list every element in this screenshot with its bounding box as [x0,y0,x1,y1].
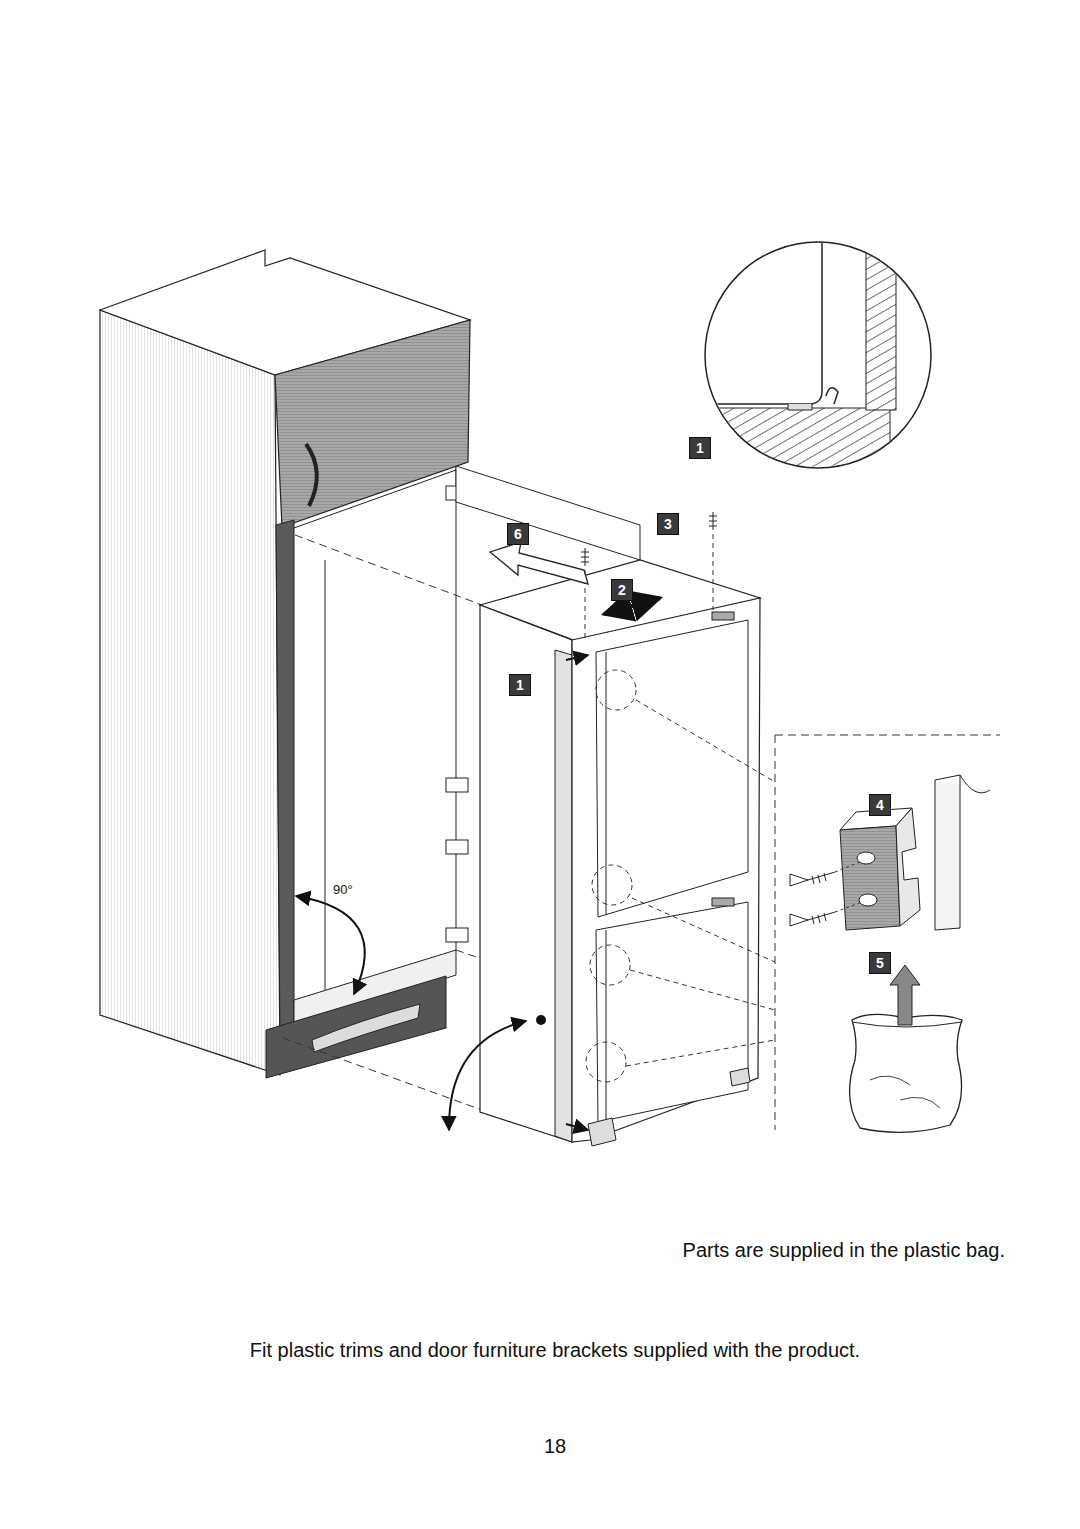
illustration-part [555,650,572,1142]
callout-number: 1 [696,440,704,456]
illustration-part [588,1118,616,1146]
illustration-part [840,826,900,930]
illustration-part [859,894,877,906]
illustration-part [490,542,588,584]
illustration-part [866,230,896,410]
illustration-part [712,898,734,906]
illustration-part [325,560,326,990]
illustration-part [456,466,640,560]
callout-box: 6 [507,523,529,545]
illustration-part [276,520,294,1045]
illustration-part [870,1076,940,1108]
caption-text: Fit plastic trims and door furniture bra… [250,1338,860,1362]
callout-number: 4 [876,797,884,813]
caption-text: Parts are supplied in the plastic bag. [683,1238,1005,1262]
illustration-part [700,230,896,470]
illustration-part [581,512,717,566]
illustration-part [581,548,589,566]
illustration-part [935,775,990,930]
illustration-part [808,912,835,924]
illustration-part [446,778,468,792]
illustration-part [586,1042,626,1082]
illustration-part [850,1014,962,1132]
illustration-part [566,1124,588,1130]
illustration-part [306,444,317,506]
illustration-part [446,928,468,942]
illustration-part [606,930,607,1120]
illustration-part [626,700,775,1066]
illustration-part [705,242,931,468]
illustration-part [449,1021,526,1130]
callout-number: 5 [876,955,884,971]
illustration-part [585,534,713,640]
illustration-part [586,670,775,1082]
illustration-part [294,470,456,528]
page-number: 18 [544,1434,566,1458]
callout-number: 3 [664,516,672,532]
illustration-part [826,388,838,404]
illustration-part [312,1004,420,1052]
illustration-part [566,655,588,660]
callout-box: 5 [869,952,891,974]
illustration-part [296,896,365,994]
callout-box: 1 [509,674,531,696]
illustration-part [596,620,748,917]
callout-number: 1 [516,677,524,693]
angle-label: 90° [333,882,353,898]
illustration-part [275,320,470,527]
callout-box: 4 [869,794,891,816]
illustration-part [700,240,822,404]
illustration-part [712,612,734,620]
illustration-part [835,862,862,912]
illustration-part [896,808,920,926]
illustration-part [890,965,920,1025]
illustration-part [480,605,572,1142]
illustration-part [700,408,890,470]
illustration-part [730,1068,750,1086]
illustration-part [456,466,457,950]
callout-number: 6 [514,526,522,542]
illustration-part [536,1015,546,1025]
callout-box: 1 [689,437,711,459]
illustration-part [596,902,748,1122]
illustration-part [100,310,280,1075]
illustration-part [596,670,636,710]
callout-box: 2 [611,579,633,601]
illustration-part [808,872,835,884]
illustration-part [709,512,717,530]
illustration-part [592,865,632,905]
illustration-part [572,598,760,1142]
illustration-part [788,404,812,410]
callout-number: 2 [618,582,626,598]
illustration-part [790,914,808,926]
illustration-part [790,872,835,926]
illustration-part [606,652,607,915]
callout-box: 3 [657,513,679,535]
illustration-part [790,874,808,886]
illustration-part [590,945,630,985]
illustration-part [446,840,468,854]
